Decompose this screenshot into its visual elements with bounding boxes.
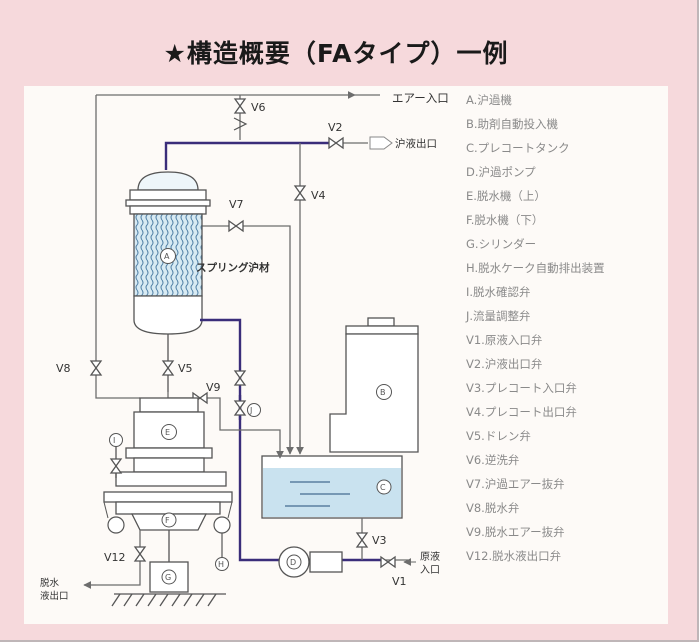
legend-item-b: B.助剤自動投入機	[466, 117, 559, 131]
legend-item-v12: V12.脱水液出口弁	[466, 549, 562, 563]
marker-d: D	[290, 558, 296, 567]
legend-item-v5: V5.ドレン弁	[466, 429, 531, 443]
marker-c: C	[380, 483, 386, 492]
v1-label: V1	[392, 575, 407, 588]
raw-inlet-label-1: 原液	[420, 550, 440, 563]
legend-item-h: H.脱水ケーク自動排出装置	[466, 261, 605, 275]
v8-label: V8	[56, 362, 71, 375]
legend-item-a: A.沪過機	[466, 93, 512, 107]
legend-item-v3: V3.プレコート入口弁	[466, 381, 577, 395]
v3-label: V3	[372, 534, 387, 547]
spring-media-label: スプリング沪材	[196, 261, 270, 274]
legend-item-v6: V6.逆洗弁	[466, 453, 520, 467]
legend-item-v8: V8.脱水弁	[466, 501, 520, 515]
dewater-outlet-label-2: 液出口	[40, 590, 69, 602]
marker-b: B	[380, 388, 386, 397]
v6-label: V6	[251, 101, 266, 114]
v12-label: V12	[104, 551, 126, 564]
legend-item-v9: V9.脱水エアー抜弁	[466, 525, 565, 539]
marker-i	[109, 433, 123, 447]
marker-e: E	[165, 428, 170, 437]
v9-label: V9	[206, 381, 221, 394]
filtrate-outlet-arrow-icon	[369, 136, 393, 150]
legend-item-f: F.脱水機（下）	[466, 213, 544, 227]
air-inlet-label: エアー入口	[392, 91, 449, 105]
legend-item-v2: V2.沪液出口弁	[466, 357, 543, 371]
marker-i-letter: I	[113, 436, 115, 445]
legend-item-v1: V1.原液入口弁	[466, 333, 543, 347]
marker-h	[215, 557, 229, 571]
additive-feeder-b	[329, 317, 419, 453]
ground-icon	[111, 593, 226, 607]
marker-g-letter: G	[165, 573, 171, 582]
dewaterer-e	[115, 397, 227, 487]
v9-line	[167, 392, 281, 452]
legend-item-c: C.プレコートタンク	[466, 141, 570, 155]
legend-item-d: D.沪過ポンプ	[466, 165, 536, 179]
marker-j-letter: J	[249, 406, 252, 415]
marker-j	[247, 403, 261, 417]
marker-h-letter: H	[218, 560, 224, 569]
legend-item-j: J.流量調整弁	[466, 309, 531, 323]
precoat-tank-c	[261, 455, 403, 519]
filter-pump-d	[278, 546, 343, 578]
filtrate-line	[164, 141, 330, 170]
filtrate-outlet-label: 沪液出口	[395, 137, 437, 150]
v5-label: V5	[178, 362, 193, 375]
v2-label: V2	[328, 121, 343, 134]
v4-label: V4	[311, 189, 326, 202]
legend-item-e: E.脱水機（上）	[466, 189, 546, 203]
marker-f: F	[165, 516, 170, 525]
v7-label: V7	[229, 198, 244, 211]
dewater-outlet-label-1: 脱水	[40, 577, 60, 589]
dewaterer-f	[103, 491, 233, 534]
diagram-title: ★構造概要（FAタイプ）一例	[163, 39, 509, 68]
legend-item-v7: V7.沪過エアー抜弁	[466, 477, 565, 491]
raw-inlet-label-2: 入口	[420, 565, 440, 576]
legend-item-g: G.シリンダー	[466, 237, 537, 251]
marker-a: A	[164, 252, 170, 261]
legend-item-i: I.脱水確認弁	[466, 285, 531, 299]
filter-vessel-a	[125, 171, 211, 335]
v6-check-icon	[233, 117, 248, 131]
marker-g	[161, 569, 177, 585]
legend-item-v4: V4.プレコート出口弁	[466, 405, 577, 419]
